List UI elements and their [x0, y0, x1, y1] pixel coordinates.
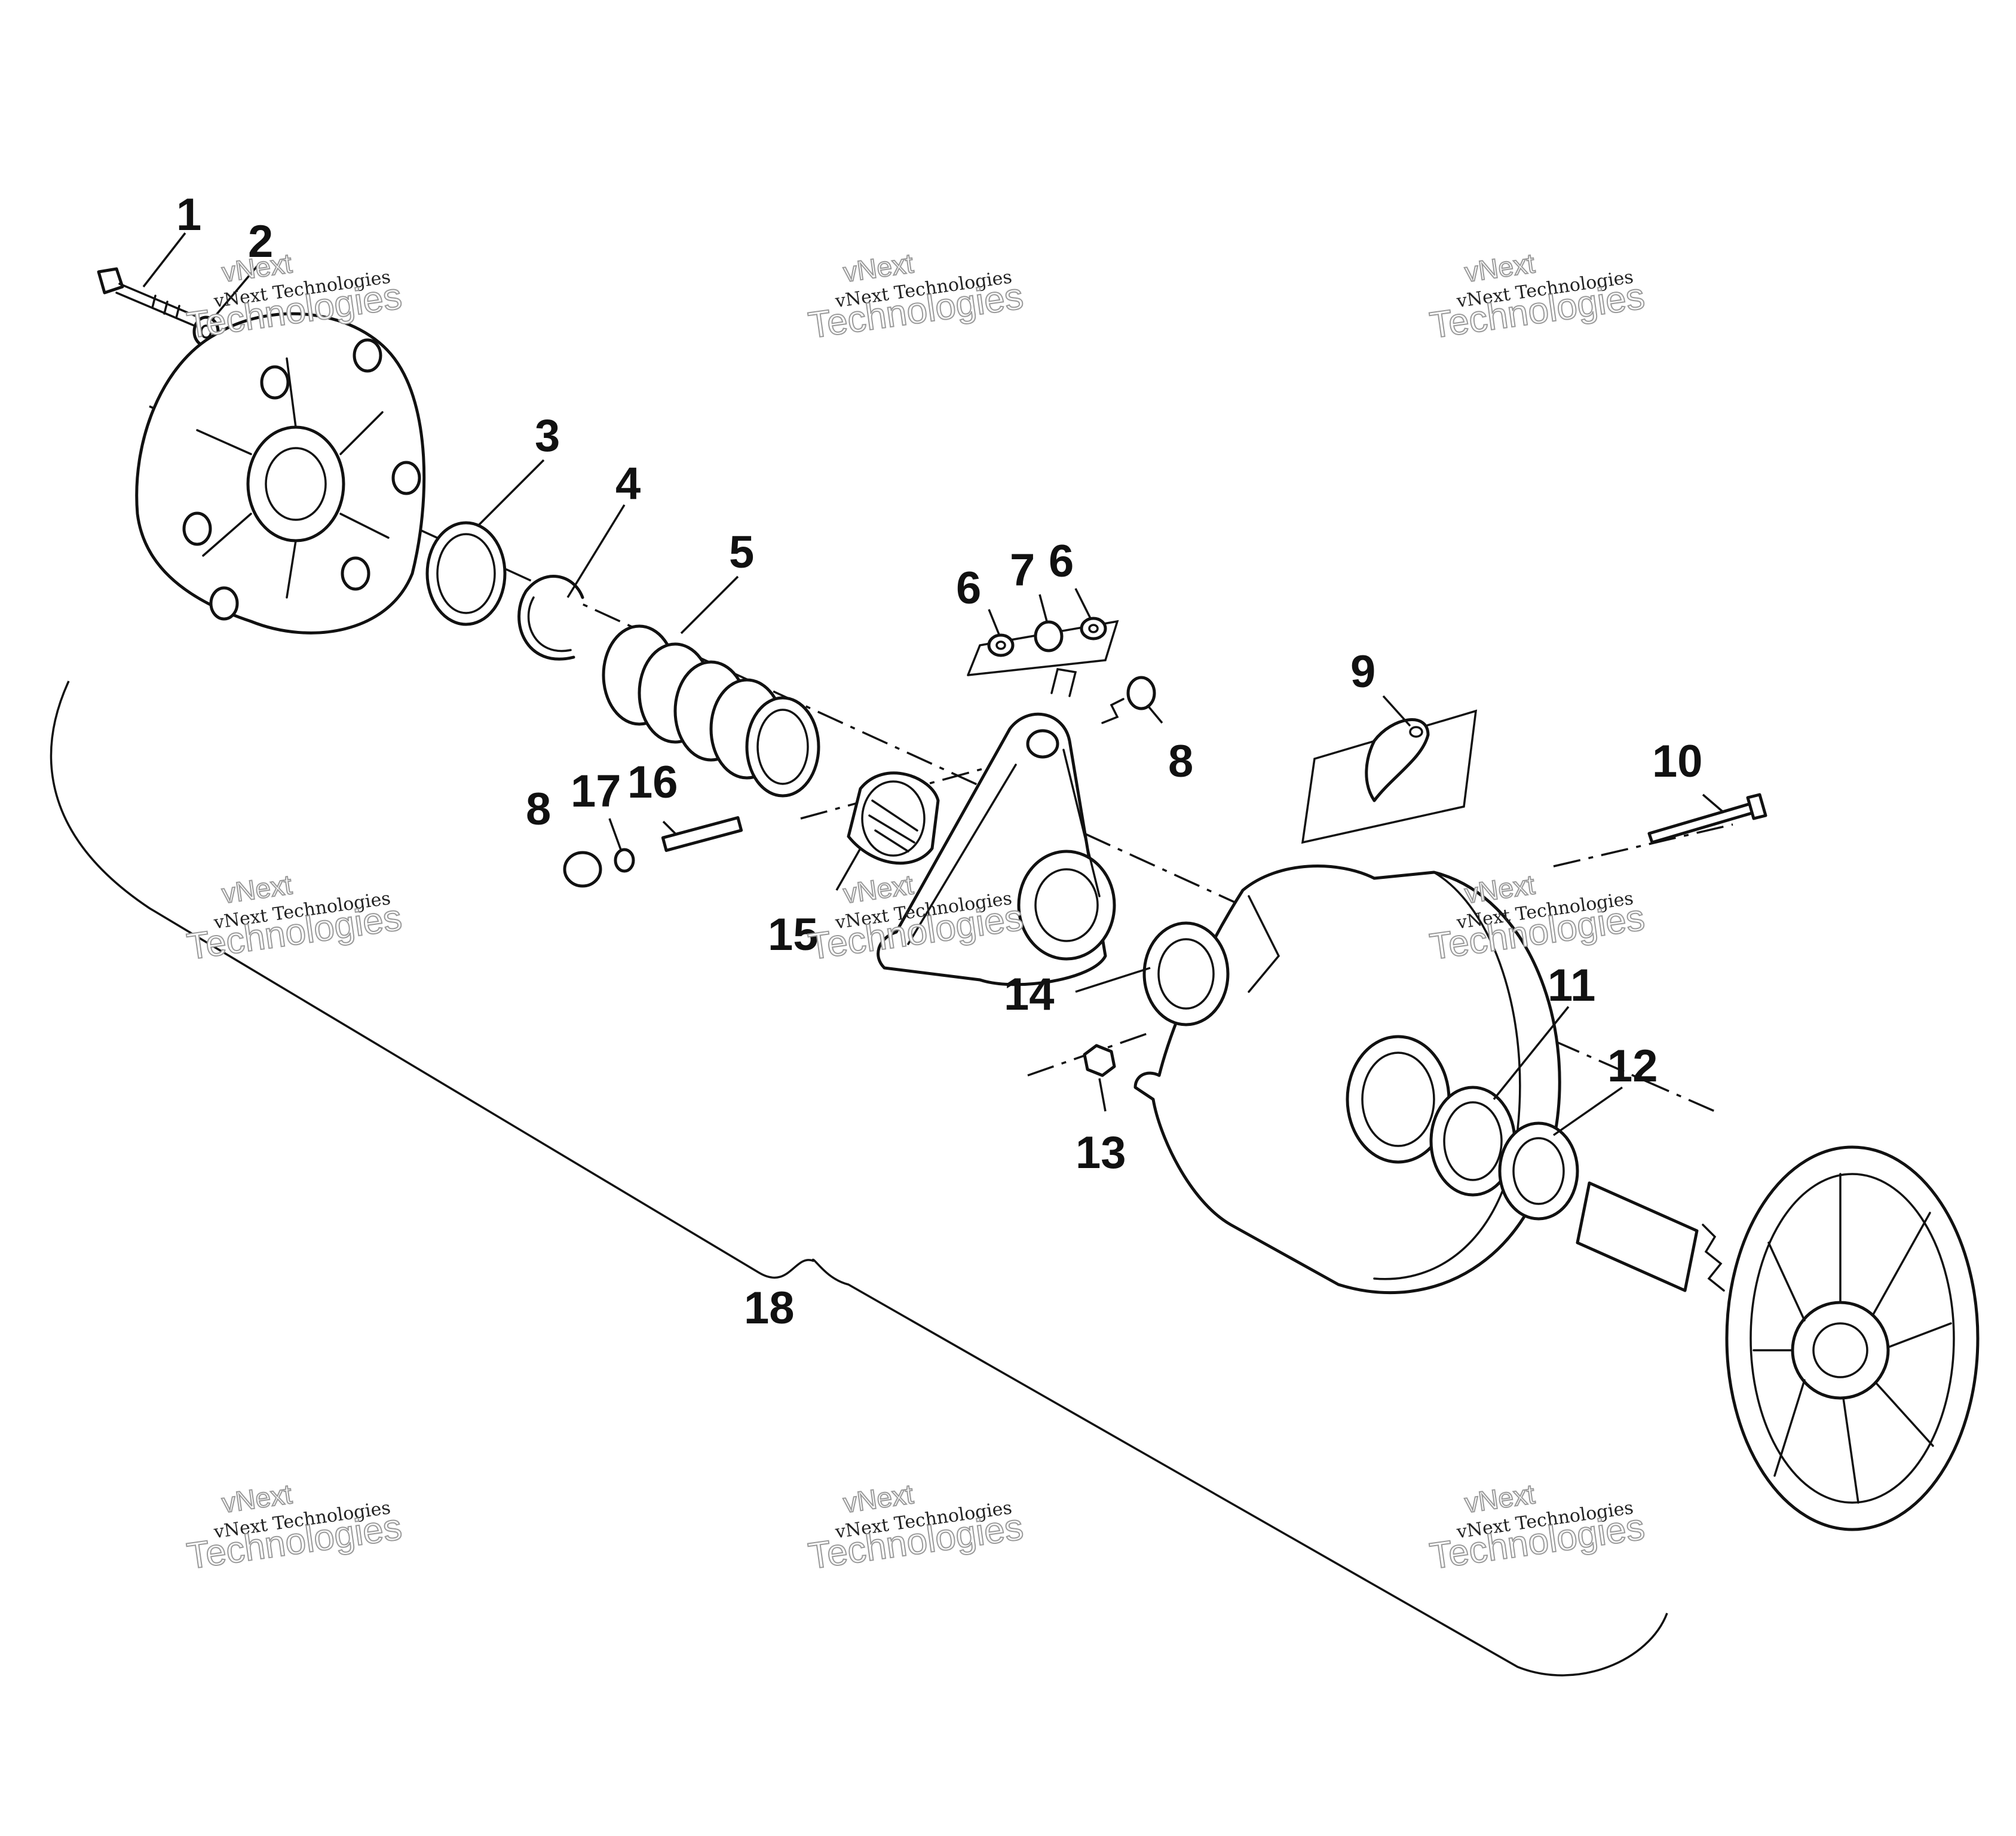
clip-part-9: [1301, 709, 1478, 844]
watermark-tile: vNext vNext Technologies Technologies: [184, 868, 405, 968]
pin-part-16: [661, 816, 743, 852]
watermark-tile: vNext vNext Technologies Technologies: [805, 247, 1027, 347]
watermark-tile: vNext vNext Technologies Technologies: [1427, 247, 1648, 347]
bushing-part-3: [425, 521, 507, 626]
callout-2: 2: [248, 216, 273, 267]
callout-6-left: 6: [956, 563, 981, 614]
callout-18: 18: [744, 1283, 795, 1334]
callout-16: 16: [627, 757, 678, 808]
spacer-group-6-7: [967, 617, 1119, 676]
nut-part-13: [1083, 1044, 1116, 1077]
watermark-tile: vNext vNext Technologies Technologies: [184, 1478, 405, 1578]
callout-14: 14: [1004, 969, 1055, 1020]
button-cap-part-8-right: [1101, 676, 1156, 724]
sleeve-part-15: [847, 771, 940, 865]
button-cap-part-8-left: [563, 851, 602, 888]
shaft-and-wheel: [1576, 1145, 1980, 1531]
cover-plate: [135, 312, 426, 635]
spring-part-5: [602, 624, 820, 798]
callout-3: 3: [535, 410, 560, 461]
callout-10: 10: [1652, 736, 1703, 787]
leader-lines: [142, 232, 1725, 1136]
watermark-tile: vNext vNext Technologies Technologies: [184, 247, 405, 347]
spider-arm: [877, 668, 1116, 986]
callout-12: 12: [1607, 1041, 1658, 1092]
watermark-tile: vNext vNext Technologies Technologies: [1427, 1478, 1648, 1578]
pin10-axis-line: [1553, 823, 1733, 868]
washer-part-17: [614, 848, 635, 873]
bolt-part-1: [97, 267, 198, 327]
callout-6-right: 6: [1049, 536, 1074, 587]
callout-1: 1: [176, 189, 201, 240]
callout-17: 17: [571, 766, 621, 817]
snap-ring-part-4: [517, 575, 584, 661]
pin-axis-line: [800, 746, 1064, 820]
callout-7: 7: [1010, 545, 1035, 596]
callout-15: 15: [768, 909, 819, 960]
callout-13: 13: [1076, 1127, 1126, 1178]
pin-part-10: [1647, 793, 1767, 844]
callout-5: 5: [729, 527, 754, 578]
callout-8-right: 8: [1168, 736, 1193, 787]
callout-9: 9: [1350, 646, 1375, 697]
callout-8-left: 8: [526, 784, 551, 835]
assembly-brace: [50, 681, 1668, 1676]
washer-part-14: [1142, 921, 1230, 1026]
callout-4: 4: [615, 458, 641, 509]
callout-labels: 1 2 3 4 5 6 7 6 8 9 10 8 17 16 15 14 13 …: [176, 189, 1703, 1334]
washer-part-12: [1498, 1121, 1579, 1221]
callout-11: 11: [1548, 960, 1595, 1011]
watermark-tile: vNext vNext Technologies Technologies: [805, 1478, 1027, 1578]
